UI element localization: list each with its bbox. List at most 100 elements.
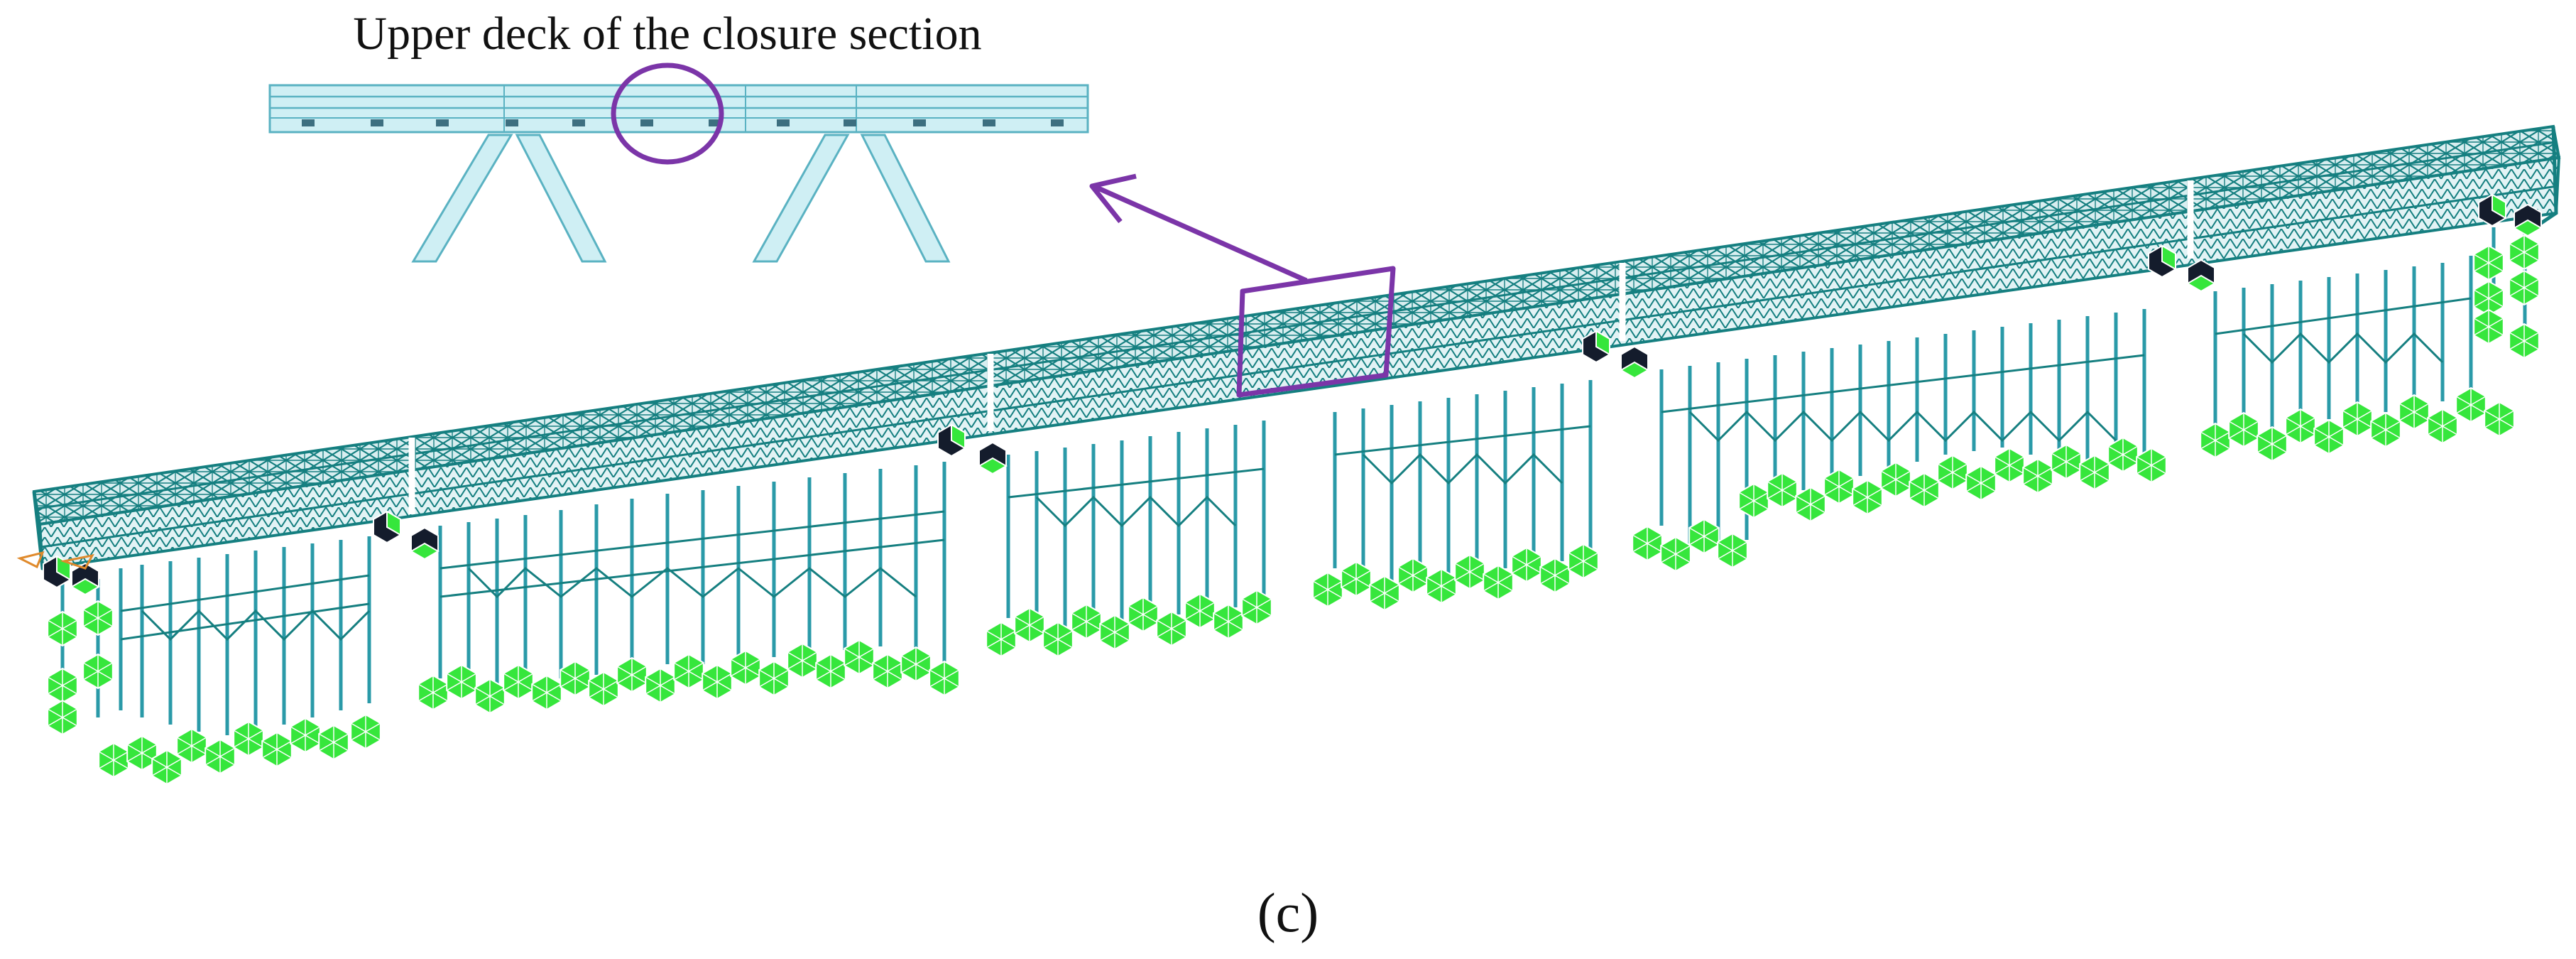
- foundation-node-spokes-3: [47, 668, 78, 703]
- foundation-node-spokes-76: [2256, 427, 2288, 461]
- foundation-node-spokes-86: [2509, 235, 2540, 269]
- foundation-node-spokes-24: [645, 668, 676, 703]
- foundation-node-spokes-67: [1965, 466, 1997, 500]
- foundation-node-spokes-32: [872, 654, 903, 688]
- pier-columns: [60, 224, 2527, 735]
- foundation-node-spokes-84: [2484, 402, 2515, 436]
- foundation-node-spokes-8: [151, 750, 182, 784]
- foundation-node-spokes-29: [787, 644, 818, 678]
- foundation-node-spokes-4: [82, 654, 114, 688]
- foundation-node-spokes-89: [2473, 310, 2504, 344]
- foundation-node-spokes-43: [1213, 605, 1244, 639]
- bridge-3d-model: [16, 124, 2561, 786]
- foundation-node-spokes-34: [929, 661, 960, 695]
- foundation-node-spokes-69: [2022, 459, 2053, 493]
- foundation-node-spokes-17: [446, 665, 477, 699]
- foundation-node-spokes-26: [702, 665, 733, 699]
- foundation-node-spokes-25: [673, 654, 704, 688]
- foundation-node-spokes-82: [2427, 409, 2458, 443]
- foundation-node-spokes-38: [1071, 605, 1102, 639]
- foundation-node-spokes-12: [261, 732, 293, 766]
- closure-section-box: [1236, 266, 1396, 398]
- foundation-node-spokes-71: [2079, 455, 2110, 489]
- foundation-node-spokes-40: [1128, 597, 1159, 632]
- foundation-node-spokes-44: [1241, 590, 1272, 624]
- foundation-node-spokes-83: [2455, 388, 2487, 422]
- foundation-node-spokes-63: [1852, 480, 1883, 514]
- deck-girder: [32, 124, 2561, 578]
- foundation-node-spokes-66: [1937, 455, 1968, 489]
- arrow-icon: [1092, 183, 1308, 283]
- foundation-node-spokes-23: [616, 658, 648, 692]
- panel-label: (c): [1257, 882, 1319, 943]
- foundation-node-spokes-56: [1660, 537, 1691, 571]
- foundation-node-spokes-58: [1717, 533, 1748, 568]
- foundation-node-spokes-64: [1880, 462, 1911, 497]
- inset-title: Upper deck of the closure section: [353, 8, 982, 60]
- foundation-node-spokes-57: [1688, 519, 1720, 553]
- foundation-node-spokes-20: [531, 676, 562, 710]
- foundation-node-spokes-15: [350, 715, 381, 749]
- foundation-node-spokes-35: [986, 622, 1017, 656]
- foundation-node-spokes-22: [588, 672, 619, 706]
- foundation-node-spokes-59: [1738, 484, 1769, 518]
- foundation-node-spokes-5: [47, 700, 78, 735]
- foundation-node-spokes-10: [204, 739, 236, 774]
- foundation-node-spokes-42: [1184, 594, 1216, 628]
- foundation-node-spokes-80: [2370, 413, 2401, 447]
- support-marker-icon: [16, 551, 94, 570]
- foundation-node-spokes-55: [1632, 526, 1663, 560]
- foundation-node-spokes-36: [1014, 608, 1045, 642]
- foundation-node-spokes-75: [2228, 413, 2259, 447]
- foundation-node-spokes-79: [2342, 402, 2373, 436]
- foundation-node-spokes-65: [1909, 473, 1940, 507]
- foundation-node-spokes-9: [176, 729, 207, 763]
- foundation-node-spokes-30: [815, 654, 846, 688]
- foundation-node-spokes-48: [1397, 558, 1429, 592]
- foundation-node-spokes-46: [1341, 562, 1372, 596]
- foundation-node-spokes-62: [1823, 470, 1855, 504]
- foundation-node-spokes-78: [2313, 420, 2345, 454]
- foundation-node-spokes-54: [1568, 544, 1599, 578]
- pier-bracing: [120, 297, 2472, 641]
- foundation-node-spokes-60: [1767, 473, 1798, 507]
- foundation-node-spokes-2: [82, 601, 114, 635]
- foundation-node-spokes-27: [730, 651, 761, 685]
- inset-deck-slab: [268, 84, 1089, 134]
- foundation-node-spokes-68: [1994, 448, 2025, 482]
- foundation-node-spokes-90: [2509, 324, 2540, 358]
- foundation-node-spokes-70: [2051, 445, 2082, 479]
- foundation-node-spokes-74: [2200, 423, 2231, 457]
- foundation-node-spokes-50: [1454, 555, 1485, 589]
- foundation-node-spokes-53: [1539, 558, 1571, 592]
- circle-highlight-icon: [611, 63, 724, 165]
- foundation-node-spokes-6: [98, 743, 129, 777]
- foundation-node-spokes-14: [318, 725, 349, 759]
- inset-inclined-piers: [411, 134, 951, 263]
- foundation-node-spokes-47: [1369, 576, 1400, 610]
- foundation-node-spokes-13: [290, 718, 321, 752]
- foundation-node-spokes-31: [844, 640, 875, 674]
- foundation-node-spokes-37: [1042, 622, 1074, 656]
- foundation-node-spokes-39: [1099, 615, 1130, 649]
- foundation-node-spokes-72: [2107, 438, 2139, 472]
- foundation-node-spokes-11: [233, 722, 264, 756]
- foundation-node-spokes-21: [560, 661, 591, 695]
- inset-deck-nodes: [302, 119, 1064, 126]
- inset-deck-detail: [268, 63, 1089, 263]
- foundation-node-spokes-16: [417, 676, 449, 710]
- foundation-node-spokes-88: [2509, 271, 2540, 305]
- foundation-node-spokes-81: [2398, 395, 2430, 429]
- foundation-node-spokes-85: [2473, 246, 2504, 280]
- foundation-node-spokes-28: [758, 661, 790, 695]
- foundation-node-spokes-52: [1511, 548, 1542, 582]
- foundation-node-spokes-18: [474, 679, 506, 713]
- closure-section-callout: [1089, 173, 1396, 398]
- foundation-node-spokes-77: [2285, 409, 2316, 443]
- foundation-node-spokes-19: [503, 665, 534, 699]
- foundation-node-spokes-41: [1156, 612, 1187, 646]
- foundation-node-spokes-1: [47, 612, 78, 646]
- foundation-node-spokes-45: [1312, 573, 1343, 607]
- foundation-node-spokes-49: [1426, 569, 1457, 603]
